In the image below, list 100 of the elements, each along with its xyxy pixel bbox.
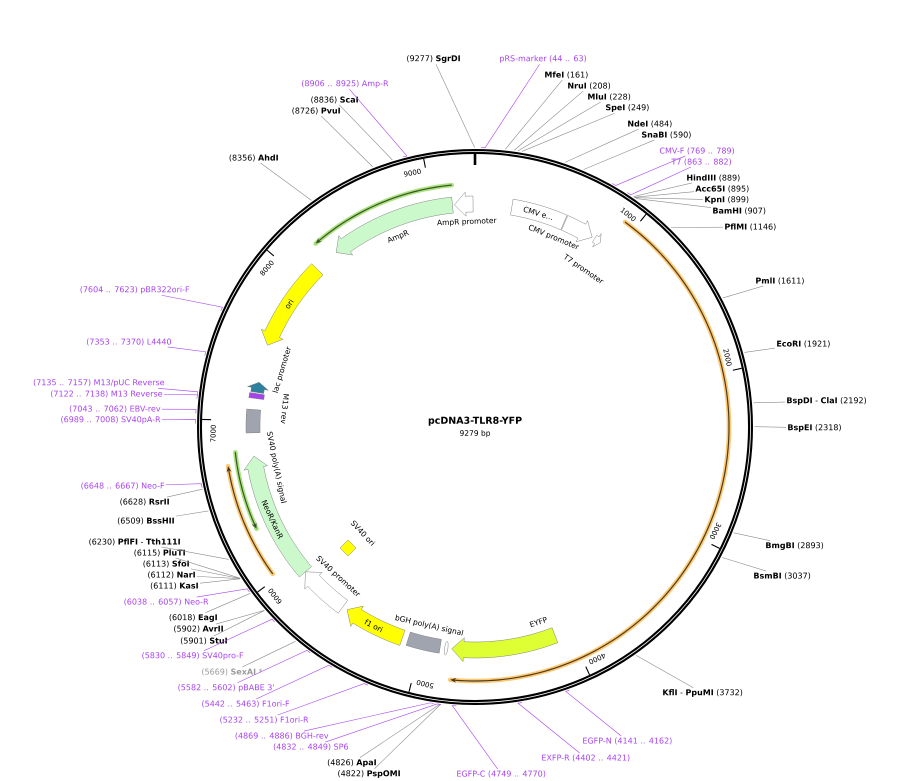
site-label: MluI (228) [588, 93, 630, 101]
leader-line [237, 650, 310, 684]
leader-line [161, 294, 223, 312]
leader-line [436, 64, 475, 148]
leader-line [374, 704, 441, 770]
leader-line [204, 618, 276, 652]
leader-line [627, 166, 692, 196]
site-label: (8726) PvuI [292, 107, 340, 115]
leader-line [175, 558, 240, 578]
site-label: KflI - PpuMI (3732) [663, 689, 742, 697]
site-label: (6112) NarI [148, 571, 195, 579]
site-label: KpnI (899) [705, 196, 748, 204]
leader-line [744, 348, 776, 353]
site-label: (9277) SgrDI [407, 55, 460, 63]
leader-line [514, 90, 584, 151]
primer-label: pRS-marker (44 .. 63) [500, 55, 586, 63]
primer-label: EGFP-C (4749 .. 4770) [457, 770, 546, 778]
leader-line [176, 510, 209, 516]
site-label: BamHI (907) [713, 207, 766, 215]
site-label: EcoRI (1921) [777, 340, 830, 348]
leader-line [277, 683, 368, 716]
leader-line [166, 488, 203, 498]
leader-line [636, 198, 712, 208]
primer-label: (8906 .. 8925) Amp-R [302, 80, 388, 88]
leader-line [304, 702, 434, 732]
leader-line [636, 655, 694, 688]
leader-line [162, 419, 196, 424]
site-label: (4826) ApaI [328, 759, 376, 767]
primer-label: (7353 .. 7370) L4440 [86, 338, 172, 346]
leader-line [518, 102, 602, 152]
leader-line [196, 576, 241, 579]
leader-line [517, 702, 580, 754]
leader-line [722, 286, 764, 298]
site-label: NruI (208) [568, 82, 610, 90]
site-label: (6230) PflFI - Tth111I [89, 538, 180, 546]
primer-label: (4869 .. 4886) BGH-rev [236, 732, 328, 740]
primer-label: CMV-F (769 .. 789) [660, 147, 734, 155]
leader-line [505, 80, 563, 150]
leader-line [634, 197, 704, 200]
site-label: (6115) PluTI [134, 549, 185, 557]
leader-line [733, 532, 770, 541]
leader-line [205, 593, 251, 613]
leader-line [349, 88, 408, 158]
primer-label: (7043 .. 7062) EBV-rev [70, 405, 160, 413]
primer-label: (6038 .. 6057) Neo-R [124, 598, 208, 606]
primer-label: EGFP-N (4141 .. 4162) [583, 737, 672, 745]
site-label: (4822) PspOMI [338, 770, 400, 778]
leader-line [564, 128, 640, 163]
primer-label: (7604 .. 7623) pBR322ori-F [80, 286, 190, 294]
site-label: SpeI (249) [606, 104, 649, 112]
leader-line [753, 402, 786, 404]
leader-line [339, 104, 393, 160]
site-label: (8356) AhdI [230, 154, 278, 162]
primer-label: (6648 .. 6667) Neo-F [81, 482, 164, 490]
leader-line [196, 588, 250, 598]
primer-label: (6989 .. 7008) SV40pA-R [61, 416, 160, 424]
leader-line [200, 578, 241, 584]
site-label: (8836) ScaI [311, 96, 358, 104]
primer-label: (7122 .. 7138) M13 Reverse [51, 390, 162, 398]
primer-label: (5582 .. 5602) pBABE 3' [178, 684, 274, 692]
leader-line [190, 568, 240, 579]
site-label: (6111) KasI [150, 582, 198, 590]
leader-line [213, 610, 265, 636]
leader-line [522, 112, 615, 152]
site-label: SnaBI (590) [642, 131, 691, 139]
primer-label: EXFP-R (4402 .. 4421) [542, 754, 630, 762]
primer-label: (5442 .. 5463) F1ori-F [202, 700, 290, 708]
site-label: PmlI (1611) [756, 277, 804, 285]
site-label: (5902) AvrII [174, 625, 223, 633]
leader-line [722, 557, 766, 572]
leader-line [167, 346, 206, 356]
primer-label: (4832 .. 4849) SP6 [274, 743, 348, 751]
leader-line [480, 64, 540, 148]
leader-line [320, 116, 374, 168]
leader-line [242, 641, 296, 668]
primer-label: (5830 .. 5849) SV40pro-F [142, 652, 244, 660]
leader-line [216, 610, 264, 624]
site-label: (6018) EagI [170, 614, 217, 622]
leader-line [670, 226, 724, 228]
leader-line [565, 690, 622, 736]
site-label: BsmBI (3037) [754, 572, 810, 580]
site-label: (6628) RsrII [120, 498, 169, 506]
site-label: MfeI (161) [545, 71, 588, 79]
site-label: NdeI (484) [628, 120, 672, 128]
leader-line [634, 191, 694, 198]
leader-line [256, 664, 333, 700]
leader-line [359, 704, 440, 758]
leader-line [632, 182, 692, 197]
primer-label: (5232 .. 5251) F1ori-R [220, 716, 308, 724]
leader-line [325, 704, 442, 742]
site-label: BspDI - ClaI (2192) [787, 397, 866, 405]
leader-line [612, 156, 686, 186]
site-label: BmgBI (2893) [766, 542, 824, 550]
leader-line [161, 546, 230, 560]
leader-line [164, 394, 198, 400]
site-label: (6113) SfoI [143, 560, 189, 568]
leader-line [452, 705, 498, 770]
leader-line [754, 426, 786, 428]
site-label: (5901) StuI [180, 637, 227, 645]
leader-line [166, 483, 202, 488]
